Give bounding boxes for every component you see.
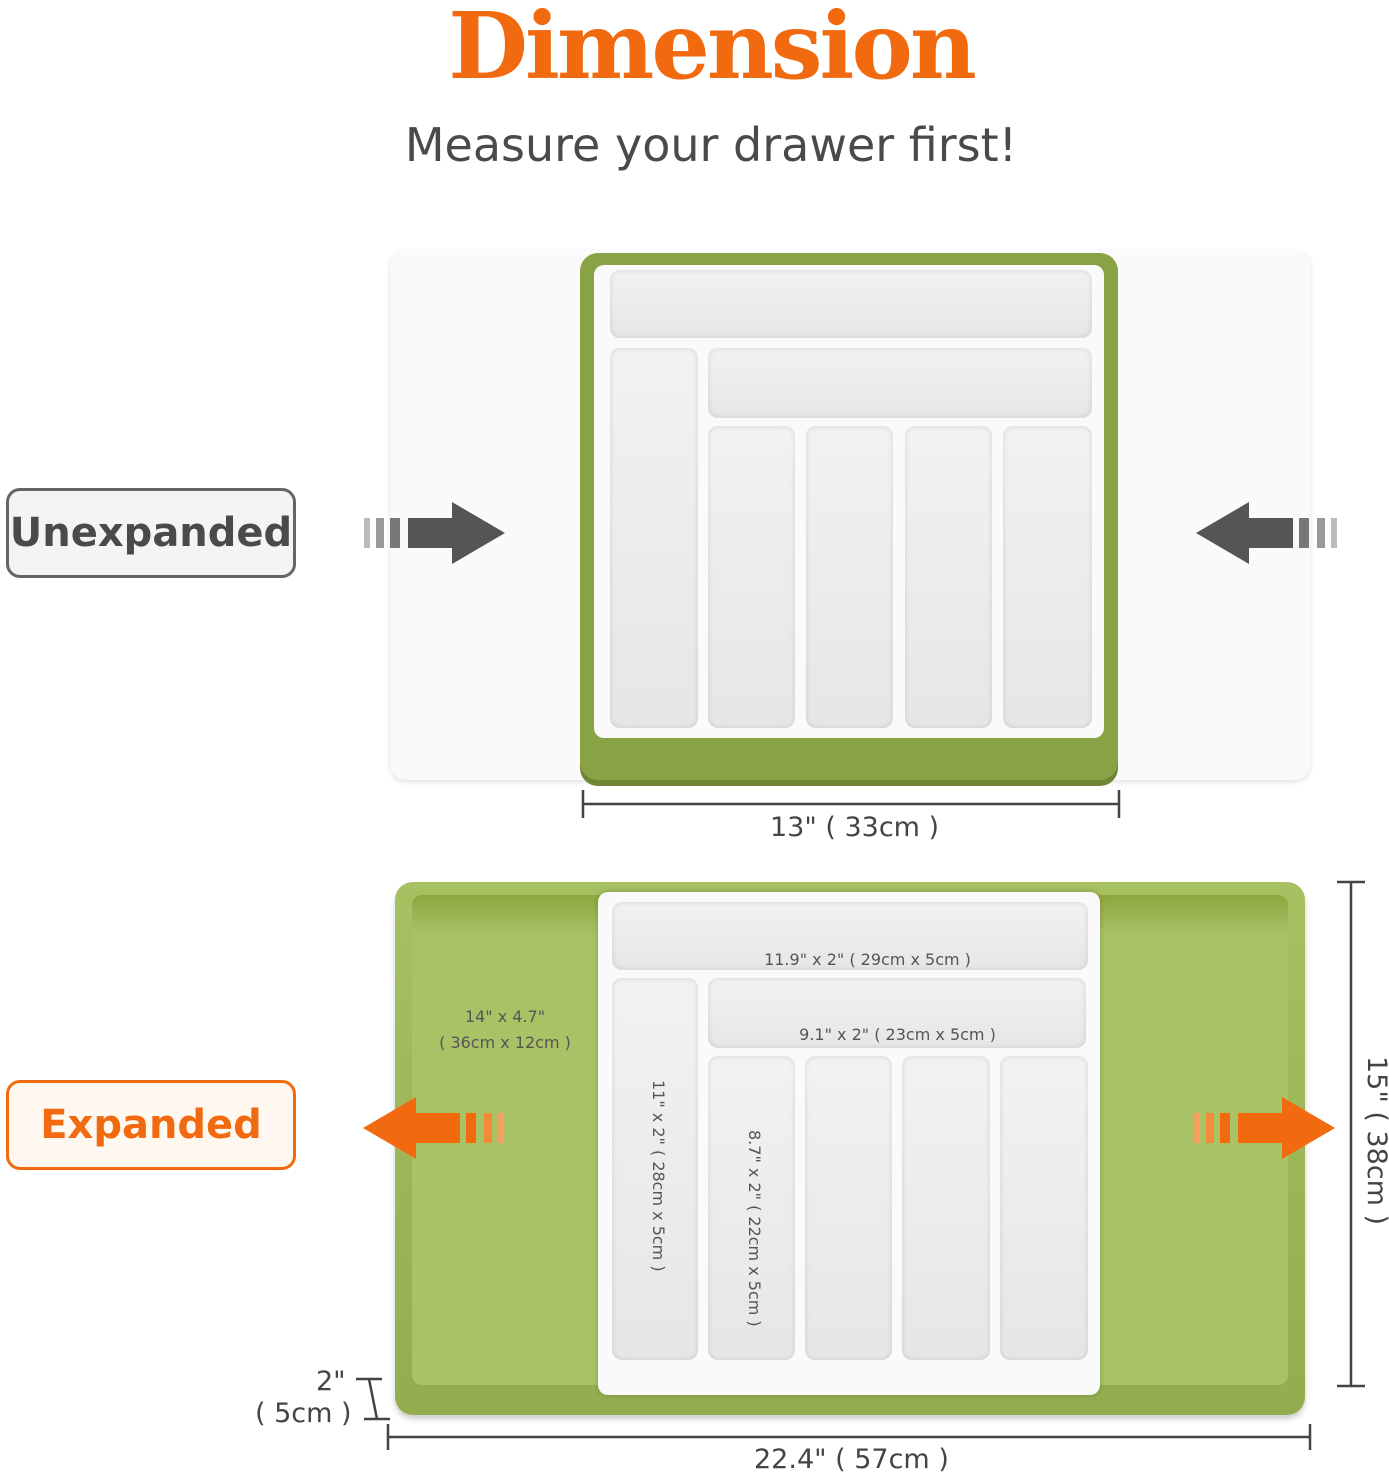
side-compartment-cm: ( 36cm x 12cm ) xyxy=(439,1033,571,1052)
height-inches: 2" xyxy=(316,1366,346,1397)
height-dimension-line xyxy=(356,1377,390,1421)
side-compartment-label: 14" x 4.7" xyxy=(464,1007,546,1026)
unexpanded-width: 13" ( 33cm ) xyxy=(770,812,940,843)
arrow-right-icon xyxy=(364,502,505,564)
small-compartment-label: 8.7" x 2" ( 22cm x 5cm ) xyxy=(745,1130,764,1327)
expanded-badge: Expanded xyxy=(6,1080,296,1170)
left-compartment-label: 11" x 2" ( 28cm x 5cm ) xyxy=(649,1080,668,1272)
middle-compartment-label: 9.1" x 2" ( 23cm x 5cm ) xyxy=(799,1025,996,1044)
width-dimension-line xyxy=(581,790,1121,818)
height-cm: ( 5cm ) xyxy=(255,1398,352,1429)
arrow-left-orange-icon xyxy=(363,1097,504,1159)
page-title: Dimension xyxy=(448,0,977,100)
depth-dimension-line xyxy=(1337,880,1365,1388)
expanded-depth: 15" ( 38cm ) xyxy=(1361,1056,1389,1226)
top-compartment-label: 11.9" x 2" ( 29cm x 5cm ) xyxy=(764,950,971,969)
arrow-right-orange-icon xyxy=(1194,1097,1335,1159)
subtitle: Measure your drawer first! xyxy=(404,118,1018,172)
unexpanded-badge: Unexpanded xyxy=(6,488,296,578)
arrow-left-icon xyxy=(1196,502,1337,564)
expanded-width-line xyxy=(386,1424,1312,1450)
expanded-width: 22.4" ( 57cm ) xyxy=(754,1444,949,1475)
